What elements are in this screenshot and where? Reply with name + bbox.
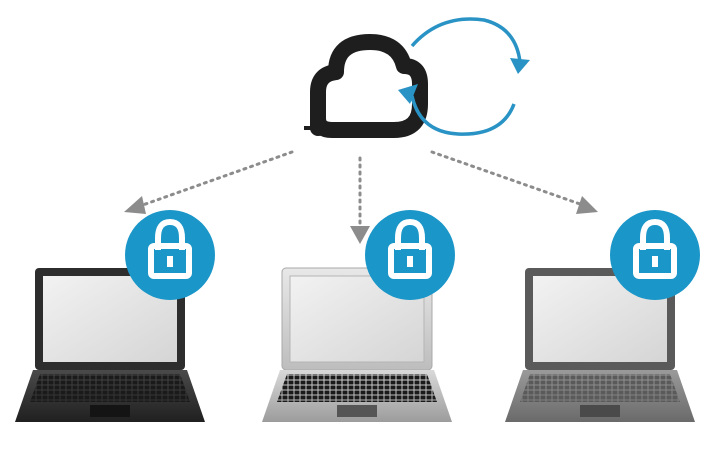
sync-icon bbox=[398, 17, 530, 136]
laptop-icon bbox=[262, 267, 452, 422]
lock-icon bbox=[148, 218, 192, 279]
lock-badge bbox=[125, 210, 215, 300]
connection-left bbox=[124, 150, 294, 214]
connection-center bbox=[350, 156, 370, 244]
connection-right bbox=[430, 150, 598, 214]
lock-icon bbox=[388, 218, 432, 279]
lock-badge bbox=[365, 210, 455, 300]
lock-icon bbox=[633, 218, 677, 279]
lock-badge bbox=[610, 210, 700, 300]
cloud-icon bbox=[304, 34, 428, 138]
